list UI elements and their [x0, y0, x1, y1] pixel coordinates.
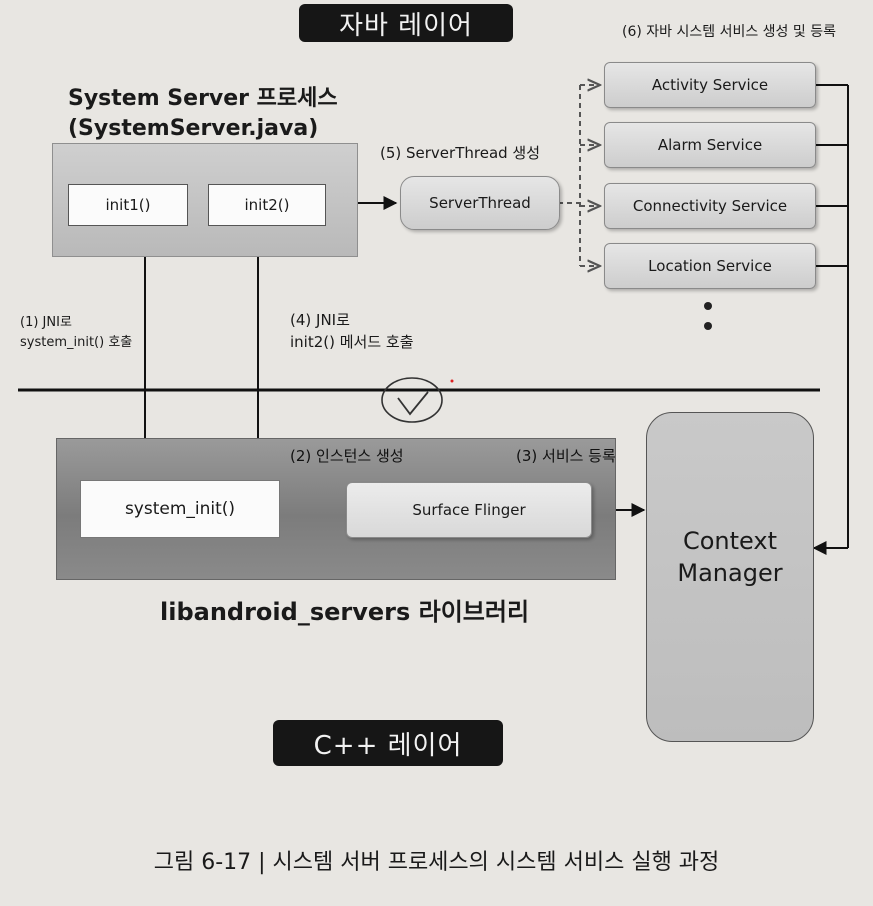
step3-label: (3) 서비스 등록 [516, 447, 616, 465]
step5-label: (5) ServerThread 생성 [380, 144, 541, 162]
system-server-title: System Server 프로세스 (SystemServer.java) [68, 84, 338, 144]
step1-label: (1) JNI로 system_init() 호출 [20, 315, 133, 350]
step4-label: (4) JNI로 init2() 메서드 호출 [290, 311, 414, 351]
init2-box: init2() [208, 184, 326, 226]
step6-label: (6) 자바 시스템 서비스 생성 및 등록 [622, 24, 836, 40]
serverthread-box: ServerThread [400, 176, 560, 230]
ellipsis-dot [704, 302, 712, 310]
alarm-service-box: Alarm Service [604, 122, 816, 168]
context-manager-box: Context Manager [646, 412, 814, 742]
system-server-title-line1: System Server 프로세스 [68, 86, 338, 111]
location-service-box: Location Service [604, 243, 816, 289]
system-server-title-line2: (SystemServer.java) [68, 116, 319, 141]
activity-service-box: Activity Service [604, 62, 816, 108]
java-layer-label: 자바 레이어 [339, 10, 473, 41]
cpp-layer-badge: C++ 레이어 [273, 720, 503, 766]
java-layer-badge: 자바 레이어 [299, 4, 513, 42]
cpp-layer-label: C++ 레이어 [313, 730, 463, 761]
init1-box: init1() [68, 184, 188, 226]
libandroid-servers-title: libandroid_servers 라이브러리 [160, 598, 530, 626]
surface-flinger-box: Surface Flinger [346, 482, 592, 538]
context-manager-label: Context Manager [677, 527, 783, 587]
connectivity-service-box: Connectivity Service [604, 183, 816, 229]
figure-caption: 그림 6-17 | 시스템 서버 프로세스의 시스템 서비스 실행 과정 [153, 850, 720, 875]
step2-label: (2) 인스턴스 생성 [290, 447, 404, 465]
handwritten-check-mark [381, 377, 443, 423]
ellipsis-dot [704, 322, 712, 330]
system-init-box: system_init() [80, 480, 280, 538]
